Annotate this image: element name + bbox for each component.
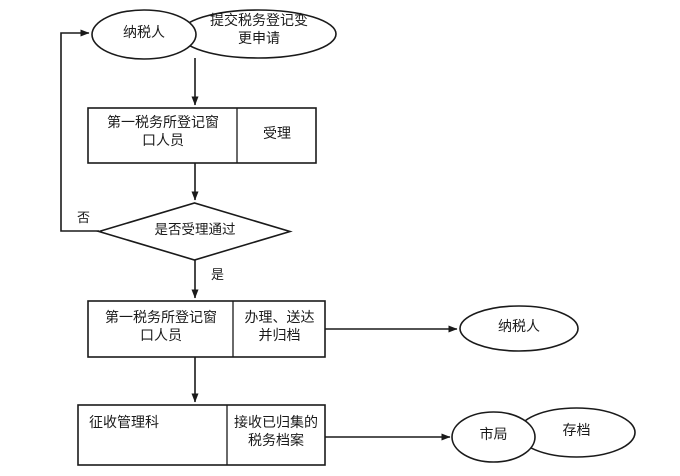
- edge-label-no: 否: [77, 211, 91, 226]
- node-submit-application-shape[interactable]: [179, 9, 337, 59]
- edge-label-yes: 是: [211, 268, 225, 283]
- connector-decision-no-loopback: [60, 29, 99, 232]
- node-taxpayer-receive-shape[interactable]: [459, 305, 579, 352]
- node-collection-management-section-shape[interactable]: [77, 404, 326, 466]
- node-city-bureau-shape[interactable]: [451, 411, 536, 463]
- node-archive-shape[interactable]: [517, 407, 636, 458]
- node-accept-decision-shape[interactable]: [96, 202, 293, 261]
- node-first-tax-office-window-handle-shape[interactable]: [87, 300, 326, 358]
- node-first-tax-office-window-accept-shape[interactable]: [87, 107, 317, 164]
- node-taxpayer-start-shape[interactable]: [91, 9, 197, 60]
